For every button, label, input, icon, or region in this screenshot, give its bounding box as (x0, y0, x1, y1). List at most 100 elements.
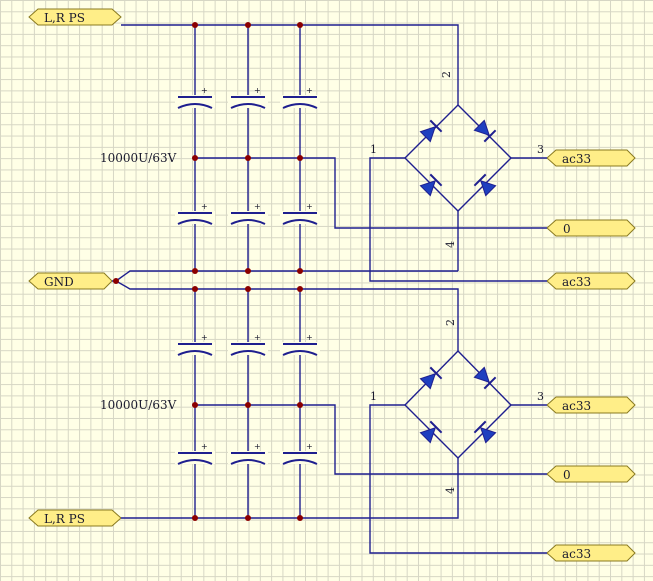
wire-gnd-bottom (115, 280, 459, 351)
bridge1-pin-1: 1 (370, 143, 377, 156)
port-shape (546, 219, 636, 237)
wire-net (112, 24, 547, 554)
port-label: ac33 (562, 399, 591, 413)
capacitor-c8: + (228, 333, 268, 356)
wire-gnd-top (112, 270, 458, 282)
bridge1-pin-4: 4 (444, 241, 457, 248)
bridge1-diodes (419, 119, 497, 197)
junction-dot (113, 278, 119, 284)
diode-d4 (473, 173, 497, 197)
capacitor-value-label-top: 10000U/63V (100, 151, 177, 165)
junction-dot (245, 268, 251, 274)
capacitor-polarity-mark: + (254, 86, 261, 95)
bridge2-diodes (419, 366, 497, 444)
capacitor-c12: + (280, 442, 320, 465)
capacitor-c6: + (280, 202, 320, 225)
wire-bridge1-pin1 (369, 157, 547, 282)
junction-dot (192, 402, 198, 408)
port-shape (546, 396, 636, 414)
capacitor-polarity-mark: + (254, 333, 261, 342)
capacitor-c7: + (175, 333, 215, 356)
wire-bottom-rail (121, 458, 459, 519)
junction-dot (245, 515, 251, 521)
diode-d1 (419, 119, 443, 143)
junction-dot (245, 22, 251, 28)
junction-dot (297, 286, 303, 292)
port-zero-1[interactable]: 0 (546, 219, 636, 237)
junction-dot (297, 155, 303, 161)
junction-dot (297, 22, 303, 28)
port-label: 0 (563, 468, 571, 482)
bridge1-outline (404, 104, 512, 212)
port-ac33-1[interactable]: ac33 (546, 149, 636, 167)
port-label: ac33 (562, 547, 591, 561)
wire-bridge2-pin1 (369, 404, 547, 554)
port-label: ac33 (562, 152, 591, 166)
port-shape (546, 544, 636, 562)
wire-top-rail (121, 24, 459, 105)
capacitor-c1: + (175, 86, 215, 109)
junction-dot (192, 286, 198, 292)
wire-top-bank-columns (194, 25, 301, 271)
diode-d7 (419, 420, 443, 444)
junction-dots (113, 22, 303, 521)
capacitor-polarity-mark: + (306, 442, 313, 451)
port-label: L,R PS (44, 512, 85, 526)
capacitor-c11: + (228, 442, 268, 465)
junction-dot (297, 515, 303, 521)
junction-dot (245, 155, 251, 161)
junction-dot (192, 268, 198, 274)
port-zero-2[interactable]: 0 (546, 465, 636, 483)
junction-dot (297, 402, 303, 408)
port-lr-ps-bottom[interactable]: L,R PS (28, 509, 122, 527)
diode-d5 (419, 366, 443, 390)
capacitor-value-label-bottom: 10000U/63V (100, 398, 177, 412)
bridge2-pin-3: 3 (537, 390, 544, 403)
port-label: GND (44, 275, 74, 289)
capacitor-c9: + (280, 333, 320, 356)
bridge2-pin-4: 4 (444, 487, 457, 494)
port-ac33-3[interactable]: ac33 (546, 396, 636, 414)
port-ac33-2[interactable]: ac33 (546, 272, 636, 290)
capacitor-polarity-mark: + (306, 333, 313, 342)
junction-dot (192, 22, 198, 28)
diode-d3 (419, 173, 443, 197)
port-label: ac33 (562, 275, 591, 289)
bridge2-pin-1: 1 (370, 390, 377, 403)
capacitor-polarity-mark: + (254, 202, 261, 211)
diode-d2 (473, 119, 497, 143)
port-shape (546, 465, 636, 483)
port-gnd[interactable]: GND (28, 272, 113, 290)
junction-dot (245, 402, 251, 408)
port-shape (546, 149, 636, 167)
capacitor-polarity-mark: + (201, 86, 208, 95)
diode-d6 (473, 366, 497, 390)
port-lr-ps-top[interactable]: L,R PS (28, 8, 122, 26)
bridge1-pin-2: 2 (440, 71, 453, 78)
junction-dot (192, 515, 198, 521)
port-ac33-4[interactable]: ac33 (546, 544, 636, 562)
junction-dot (192, 155, 198, 161)
bridge2-outline (404, 350, 512, 459)
bridge2-pin-2: 2 (444, 319, 457, 326)
junction-dot (297, 268, 303, 274)
capacitor-c5: + (228, 202, 268, 225)
bridge1-pin-3: 3 (537, 143, 544, 156)
capacitor-polarity-mark: + (201, 333, 208, 342)
port-label: 0 (563, 222, 571, 236)
capacitor-c3: + (280, 86, 320, 109)
port-shape (28, 8, 122, 26)
wire-bottom-mid-to-zero (195, 404, 547, 475)
port-label: L,R PS (44, 11, 85, 25)
capacitor-polarity-mark: + (306, 86, 313, 95)
capacitor-polarity-mark: + (201, 442, 208, 451)
port-shape (546, 272, 636, 290)
diode-d8 (473, 420, 497, 444)
capacitor-c2: + (228, 86, 268, 109)
capacitor-c10: + (175, 442, 215, 465)
capacitor-polarity-mark: + (201, 202, 208, 211)
junction-dot (245, 286, 251, 292)
capacitor-c4: + (175, 202, 215, 225)
capacitor-polarity-mark: + (254, 442, 261, 451)
